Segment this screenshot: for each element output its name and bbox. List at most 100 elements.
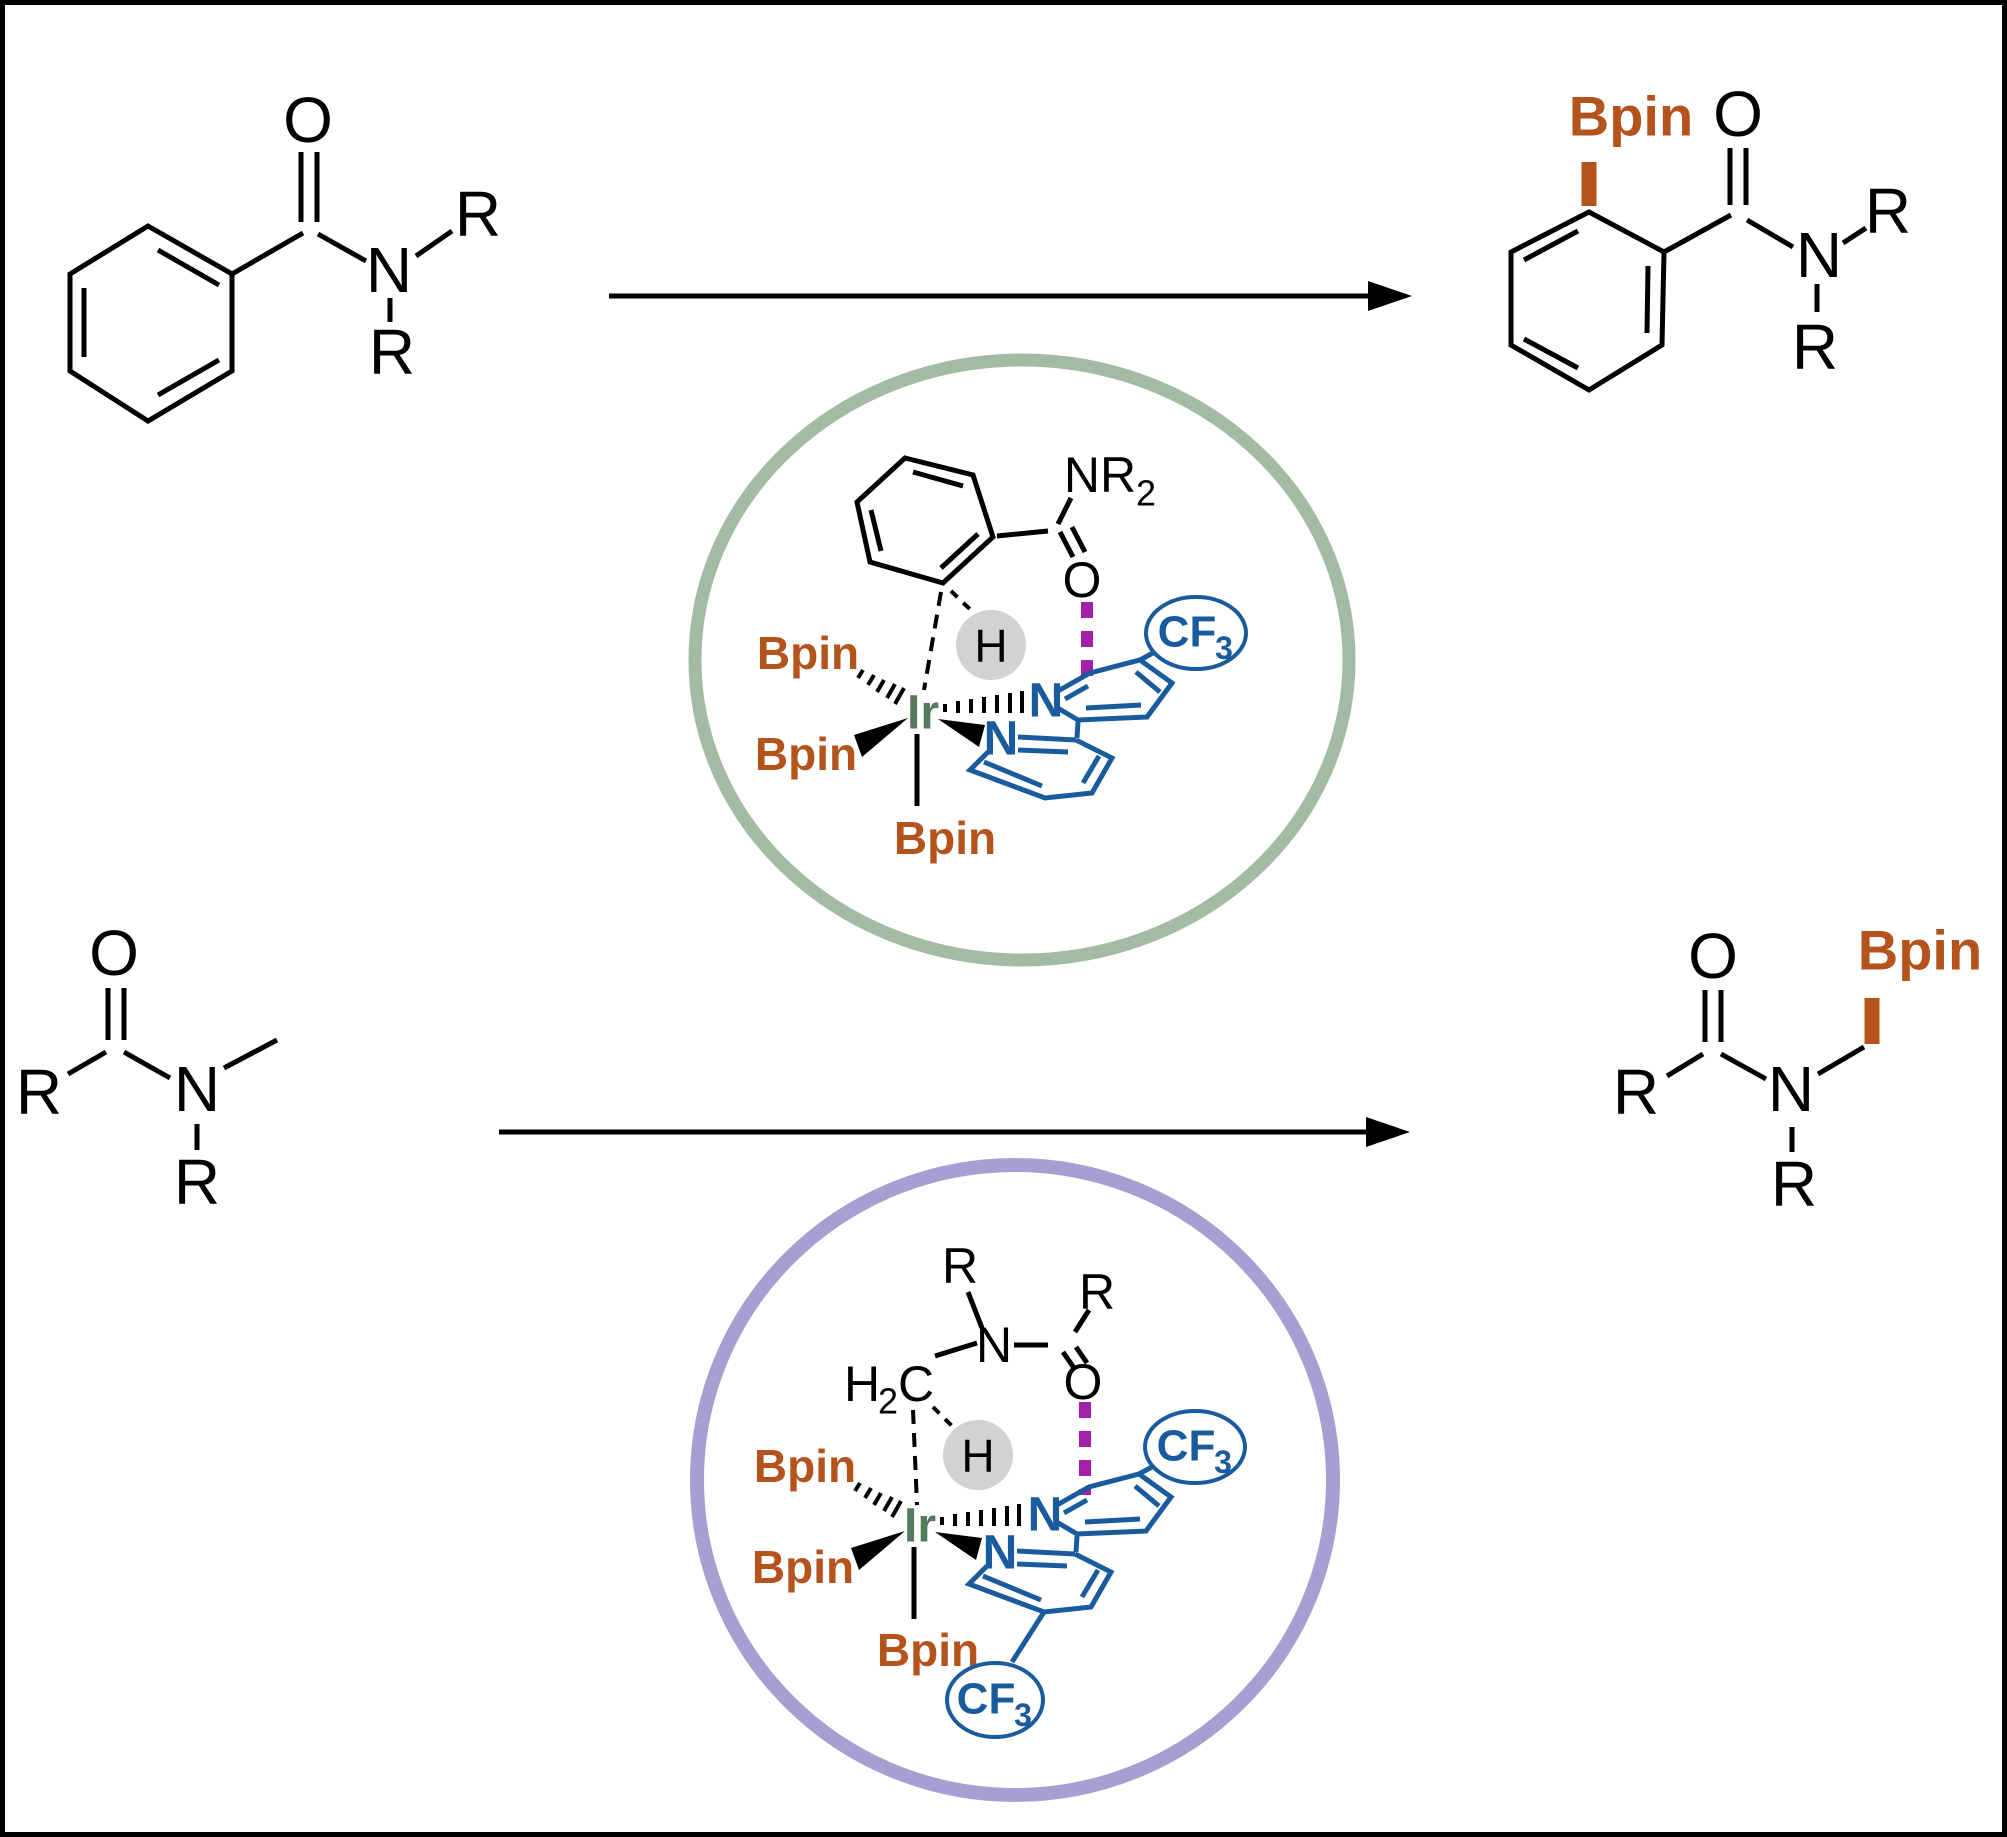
bpin-ligand-label: Bpin — [877, 1624, 979, 1676]
bipy-nitrogen-label: N — [1029, 675, 1064, 728]
product-n-ch2-bpin-amide: O R N R Bpin — [1613, 919, 1982, 1221]
ir-bpin-wedge-bond — [854, 718, 908, 757]
r-group-label: R — [369, 316, 415, 388]
r-group-label: R — [1613, 1056, 1659, 1128]
amide-bonds — [66, 988, 279, 1150]
h2c-c: C — [898, 1356, 934, 1412]
r-group-label: R — [1865, 175, 1911, 247]
r-group-label: R — [1079, 1264, 1115, 1320]
cf3-highlight-ellipse — [1143, 1409, 1247, 1485]
amide-bonds — [230, 152, 454, 322]
reaction-arrow-bottom — [499, 1117, 1410, 1147]
benzene-double-bonds — [81, 247, 221, 398]
nitrogen-label: N — [976, 1317, 1012, 1373]
amide-bonds — [996, 496, 1088, 559]
hydrogen-label: H — [961, 1430, 994, 1482]
cf3-label: CF — [1157, 1422, 1216, 1471]
benzene-ring — [67, 223, 235, 424]
h-highlight-circle — [956, 610, 1026, 680]
benzene-ring — [1508, 209, 1667, 393]
amide-bonds — [1665, 990, 1866, 1152]
pyridine-ring-a — [1054, 657, 1176, 723]
r-group-label: R — [174, 1146, 220, 1218]
ir-bpin-hash-bond — [853, 1481, 903, 1518]
aryl-ir-dashed-bond — [922, 591, 943, 691]
bipy-nitrogen-label: N — [1028, 1489, 1063, 1542]
amide-bonds — [1662, 148, 1868, 312]
bpin-label: Bpin — [1569, 85, 1693, 148]
ring-a-double-bonds — [1062, 1484, 1161, 1525]
pyridine-ring-a — [1053, 1471, 1175, 1537]
nitrogen-label: N — [366, 234, 412, 306]
reaction-arrow-top — [609, 281, 1412, 311]
ir-bpin-hash-bond — [856, 668, 906, 705]
oxygen-label: O — [1688, 920, 1738, 992]
bpin-ligand-label: Bpin — [894, 812, 996, 864]
nitrogen-label: N — [1796, 219, 1842, 291]
cf3-bond — [1009, 1610, 1047, 1664]
oxygen-label: O — [89, 917, 139, 989]
r-group-label: R — [1771, 1148, 1817, 1220]
reactant-benzamide: O N R R — [67, 84, 501, 424]
oxygen-label: O — [1713, 78, 1763, 150]
bpin-ligand-label: Bpin — [755, 728, 857, 780]
bpin-label: Bpin — [1858, 919, 1982, 982]
ch2-ir-dashed-bond — [911, 1409, 919, 1506]
oxygen-label: O — [1064, 1354, 1103, 1410]
ir-n-wedge-bond — [938, 719, 985, 747]
purple-intermediate-circle: R R N O H 2 C H Ir Bpin Bpin Bpin N N — [690, 1158, 1340, 1802]
h2c-label: H 2 C — [844, 1356, 934, 1422]
ring-b-double-bonds — [983, 754, 1102, 789]
ir-n-hash-bond — [943, 691, 1024, 713]
cf3-subscript: 3 — [1214, 1444, 1232, 1480]
metalated-phenyl-ring — [854, 455, 996, 586]
ch2-h-dashed-bond — [931, 1405, 954, 1428]
nitrogen-label: N — [1768, 1053, 1814, 1125]
cf3-subscript: 3 — [1215, 630, 1233, 666]
oxygen-label: O — [283, 84, 333, 156]
phenyl-double-bonds — [868, 469, 980, 570]
bpin-ligand-label: Bpin — [754, 1440, 856, 1492]
pyridine-ring-b — [964, 1535, 1115, 1615]
arrow-head — [1368, 281, 1412, 311]
pyridine-ring-b — [965, 721, 1116, 801]
aryl-h-dashed-bond — [949, 589, 977, 616]
product-ortho-bpin-benzamide: Bpin O N R R — [1508, 78, 1911, 393]
h2c-subscript: 2 — [878, 1381, 898, 1422]
r-group-label: R — [16, 1056, 62, 1128]
ir-bpin-wedge-bond — [851, 1531, 905, 1570]
green-intermediate-circle: NR 2 O H Ir Bpin Bpin Bpin N N CF 3 — [688, 353, 1356, 967]
ring-b-double-bonds — [982, 1568, 1101, 1603]
purple-highlight-ring — [690, 1158, 1340, 1802]
cf3-highlight-ellipse — [1144, 595, 1248, 671]
bipy-nitrogen-label: N — [984, 713, 1019, 766]
iridium-label: Ir — [907, 687, 939, 740]
nitrogen-label: N — [174, 1053, 220, 1125]
r-group-label: R — [1792, 311, 1838, 383]
h-highlight-circle — [943, 1420, 1013, 1490]
bpin-ligand-label: Bpin — [752, 1541, 854, 1593]
bipyridine-ligand: N N CF 3 — [965, 595, 1248, 801]
oxygen-label: O — [1063, 552, 1102, 608]
ring-a-double-bonds — [1063, 670, 1162, 711]
nr2-subscript: 2 — [1136, 473, 1156, 514]
reactant-n-methyl-amide: O R N R — [16, 917, 279, 1218]
hydrogen-label: H — [974, 620, 1007, 672]
r-group-label: R — [942, 1238, 978, 1294]
nr2-label: NR — [1064, 447, 1136, 503]
ir-n-wedge-bond — [935, 1532, 982, 1560]
benzene-double-bonds — [1522, 228, 1651, 371]
ir-n-hash-bond — [940, 1504, 1021, 1526]
h2c-h: H — [844, 1356, 880, 1412]
cf3-label: CF — [957, 1675, 1016, 1724]
bpin-ligand-label: Bpin — [757, 627, 859, 679]
arrow-head — [1366, 1117, 1410, 1147]
green-highlight-ring — [688, 353, 1356, 967]
cf3-subscript: 3 — [1014, 1697, 1032, 1733]
cf3-highlight-ellipse — [945, 1661, 1045, 1739]
iridium-label: Ir — [904, 1500, 936, 1553]
cf3-label: CF — [1158, 608, 1217, 657]
